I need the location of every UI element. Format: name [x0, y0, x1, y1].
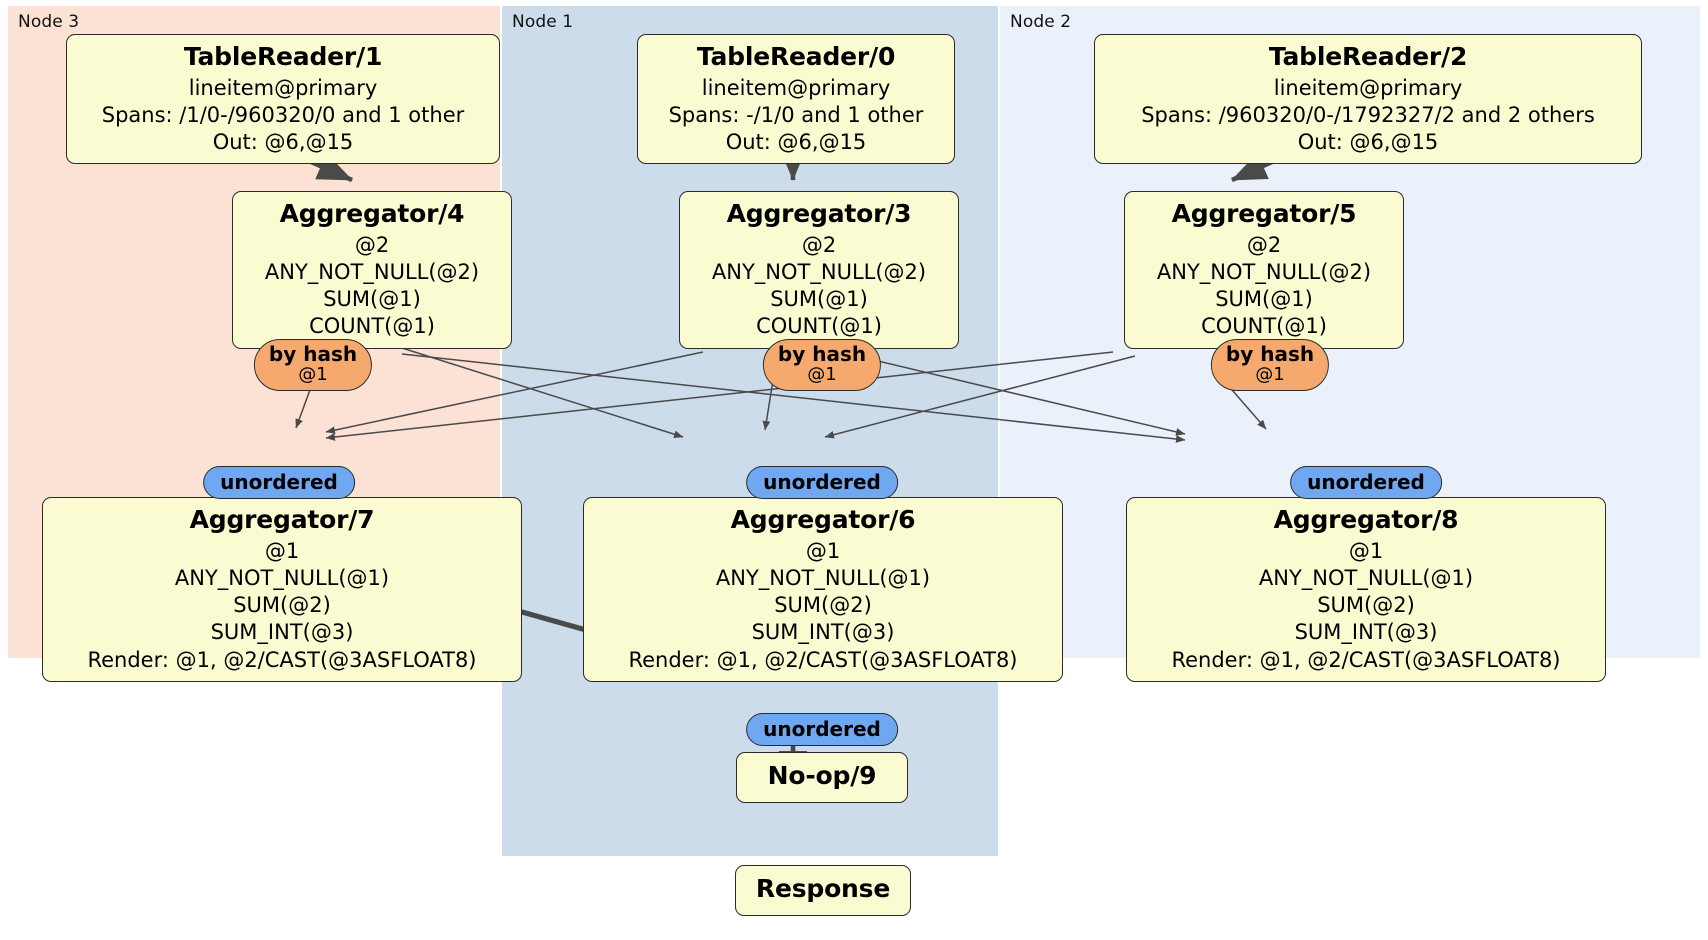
processor-title: Response: [755, 874, 891, 903]
processor-detail-line: Spans: -/1/0 and 1 other: [668, 102, 924, 127]
processor-detail-line: SUM(@2): [774, 593, 872, 618]
processor-aggregator-5[interactable]: Aggregator/5 @2 ANY_NOT_NULL(@2) SUM(@1)…: [1124, 191, 1404, 349]
router-column-label: @1: [807, 364, 837, 386]
router-by-hash-left[interactable]: by hash @1: [253, 339, 373, 391]
router-kind-label: unordered: [763, 717, 881, 741]
processor-detail-line: Out: @6,@15: [212, 130, 354, 155]
processor-detail-line: Out: @6,@15: [1297, 130, 1439, 155]
processor-detail-line: COUNT(@1): [1201, 314, 1327, 339]
router-column-label: @1: [1255, 364, 1285, 386]
processor-detail-line: lineitem@primary: [701, 75, 891, 100]
processor-title: Aggregator/8: [1273, 505, 1459, 534]
processor-title: TableReader/0: [696, 42, 896, 71]
router-column-label: @1: [298, 364, 328, 386]
processor-aggregator-8[interactable]: Aggregator/8 @1 ANY_NOT_NULL(@1) SUM(@2)…: [1126, 497, 1606, 682]
processor-aggregator-6[interactable]: Aggregator/6 @1 ANY_NOT_NULL(@1) SUM(@2)…: [583, 497, 1063, 682]
processor-title: Aggregator/7: [189, 505, 375, 534]
processor-detail-line: ANY_NOT_NULL(@2): [264, 259, 480, 284]
processor-detail-line: SUM_INT(@3): [210, 620, 354, 645]
processor-detail-line: @2: [801, 232, 837, 257]
processor-detail-line: Out: @6,@15: [725, 130, 867, 155]
router-kind-label: unordered: [763, 470, 881, 494]
processor-title: TableReader/2: [1268, 42, 1468, 71]
processor-detail-line: SUM_INT(@3): [1294, 620, 1438, 645]
processor-detail-line: COUNT(@1): [309, 314, 435, 339]
processor-detail-line: @1: [264, 538, 300, 563]
processor-title: Aggregator/4: [279, 199, 465, 228]
router-kind-label: unordered: [220, 470, 338, 494]
router-kind-label: unordered: [1307, 470, 1425, 494]
processor-aggregator-7[interactable]: Aggregator/7 @1 ANY_NOT_NULL(@1) SUM(@2)…: [42, 497, 522, 682]
processor-detail-line: ANY_NOT_NULL(@1): [1258, 565, 1474, 590]
processor-detail-line: SUM(@1): [770, 287, 868, 312]
processor-tablereader-0[interactable]: TableReader/0 lineitem@primary Spans: -/…: [637, 34, 955, 165]
processor-detail-line: ANY_NOT_NULL(@1): [715, 565, 931, 590]
processor-detail-line: SUM(@1): [323, 287, 421, 312]
processor-aggregator-3[interactable]: Aggregator/3 @2 ANY_NOT_NULL(@2) SUM(@1)…: [679, 191, 959, 349]
router-kind-label: by hash: [1225, 342, 1315, 366]
processor-detail-line: @2: [1246, 232, 1282, 257]
node-lane-label-node1: Node 1: [512, 12, 574, 32]
processor-detail-line: Spans: /1/0-/960320/0 and 1 other: [101, 102, 465, 127]
processor-aggregator-4[interactable]: Aggregator/4 @2 ANY_NOT_NULL(@2) SUM(@1)…: [232, 191, 512, 349]
processor-render-line: Render: @1, @2/CAST(@3ASFLOAT8): [1171, 647, 1561, 672]
processor-detail-line: ANY_NOT_NULL(@2): [1156, 259, 1372, 284]
processor-render-line: Render: @1, @2/CAST(@3ASFLOAT8): [87, 647, 477, 672]
processor-title: Aggregator/6: [730, 505, 916, 534]
processor-noop-9[interactable]: No-op/9: [736, 752, 908, 803]
processor-detail-line: COUNT(@1): [756, 314, 882, 339]
processor-response[interactable]: Response: [735, 865, 911, 916]
processor-tablereader-2[interactable]: TableReader/2 lineitem@primary Spans: /9…: [1094, 34, 1642, 165]
router-unordered-mid[interactable]: unordered: [746, 466, 898, 500]
processor-detail-line: SUM_INT(@3): [751, 620, 895, 645]
processor-detail-line: Spans: /960320/0-/1792327/2 and 2 others: [1141, 102, 1595, 127]
processor-detail-line: SUM(@1): [1215, 287, 1313, 312]
processor-title: Aggregator/3: [726, 199, 912, 228]
processor-detail-line: SUM(@2): [233, 593, 331, 618]
processor-title: No-op/9: [767, 761, 877, 790]
processor-detail-line: lineitem@primary: [1273, 75, 1463, 100]
router-kind-label: by hash: [268, 342, 358, 366]
router-unordered-final[interactable]: unordered: [746, 713, 898, 747]
router-unordered-left[interactable]: unordered: [203, 466, 355, 500]
processor-detail-line: ANY_NOT_NULL(@1): [174, 565, 390, 590]
router-by-hash-right[interactable]: by hash @1: [1210, 339, 1330, 391]
router-by-hash-mid[interactable]: by hash @1: [762, 339, 882, 391]
processor-tablereader-1[interactable]: TableReader/1 lineitem@primary Spans: /1…: [66, 34, 500, 165]
processor-render-line: Render: @1, @2/CAST(@3ASFLOAT8): [628, 647, 1018, 672]
processor-detail-line: @2: [354, 232, 390, 257]
processor-detail-line: SUM(@2): [1317, 593, 1415, 618]
processor-detail-line: lineitem@primary: [188, 75, 378, 100]
processor-detail-line: ANY_NOT_NULL(@2): [711, 259, 927, 284]
router-unordered-right[interactable]: unordered: [1290, 466, 1442, 500]
processor-title: TableReader/1: [183, 42, 383, 71]
node-lane-label-node2: Node 2: [1010, 12, 1072, 32]
router-kind-label: by hash: [777, 342, 867, 366]
processor-title: Aggregator/5: [1171, 199, 1357, 228]
processor-detail-line: @1: [805, 538, 841, 563]
node-lane-label-node3: Node 3: [18, 12, 80, 32]
processor-detail-line: @1: [1348, 538, 1384, 563]
